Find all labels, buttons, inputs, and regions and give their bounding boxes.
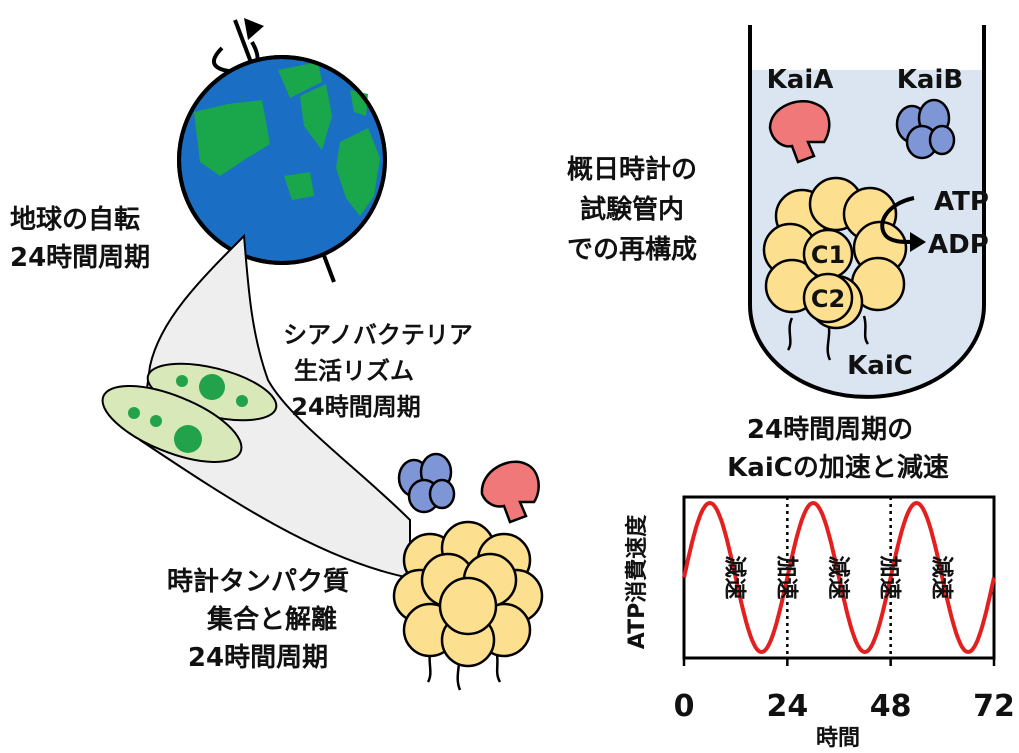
- earth-landmass: [284, 172, 314, 200]
- kaib-protein-lower: [397, 452, 456, 514]
- chart-title-line2: KaiCの加速と減速: [727, 453, 949, 483]
- adp-label: ADP: [928, 230, 989, 260]
- cell-granule: [150, 415, 162, 427]
- cyano-label-line1: シアノバクテリア: [283, 321, 473, 349]
- atp-to-adp-arrow: [880, 196, 915, 244]
- cell-granule: [174, 425, 202, 453]
- tube-title-line2: 試験管内: [580, 194, 684, 225]
- kaic-label: KaiC: [847, 351, 913, 381]
- kaic-hexamer-lower: [392, 520, 544, 691]
- chart-region-label: 減速: [825, 555, 851, 599]
- c2-label: C2: [811, 285, 845, 313]
- earth-outline: [177, 55, 387, 265]
- cell-granule: [176, 375, 188, 387]
- protein-label-line1: 時計タンパク質: [167, 566, 349, 597]
- cyano-label-line2: 生活リズム: [294, 357, 414, 385]
- kaia-protein-tube: [768, 100, 831, 164]
- protein-label-line2: 集合と解離: [206, 604, 337, 635]
- earth-label-line2: 24時間周期: [10, 243, 150, 273]
- chart-title-line1: 24時間周期の: [747, 415, 913, 445]
- tube-title-line3: での再構成: [567, 235, 697, 265]
- arrowhead-icon: [910, 232, 926, 252]
- kaib-label: KaiB: [897, 65, 963, 95]
- earth-landmass: [336, 128, 380, 216]
- cyano-label-line3: 24時間周期: [291, 393, 420, 421]
- earth-label-line1: 地球の自転: [10, 204, 140, 235]
- chart-x-ticks: 0 24 48 72: [674, 689, 1015, 724]
- series-line-0: [682, 500, 996, 655]
- chart-region-label: 減速: [722, 555, 748, 599]
- cell-granule: [128, 407, 140, 419]
- cell-granule: [199, 374, 225, 400]
- kaia-protein-lower: [480, 460, 540, 524]
- x-tick-label: 48: [870, 689, 912, 724]
- tube-outline: [748, 25, 986, 399]
- earth-landmass: [194, 100, 270, 176]
- x-tick-label: 24: [766, 689, 808, 724]
- chart-xlabel: 時間: [816, 726, 860, 751]
- atp-label: ATP: [934, 187, 989, 217]
- kaia-label: KaiA: [767, 65, 834, 95]
- x-tick-label: 0: [674, 689, 695, 724]
- rotation-arrowhead-icon: [244, 18, 264, 40]
- earth-landmass: [300, 84, 332, 150]
- earth-group: [177, 18, 387, 283]
- cell-granule: [236, 395, 248, 407]
- chart-plot-area: 減速加速減速加速減速: [682, 495, 996, 666]
- x-tick-label: 72: [973, 689, 1015, 724]
- cyanobacteria-cells: [101, 362, 278, 463]
- kaib-protein-tube: [895, 98, 956, 160]
- earth-landmass: [278, 62, 322, 98]
- protein-label-line3: 24時間周期: [188, 643, 328, 673]
- chart-ylabel: ATP消費速度: [624, 514, 650, 649]
- chart-region-label: 減速: [928, 555, 954, 599]
- c1-label: C1: [811, 241, 845, 269]
- kaic-hexamer-tube: [762, 176, 908, 361]
- chart-region-label: 加速: [773, 554, 799, 599]
- chart-region-label: 加速: [877, 554, 903, 599]
- cyanobacteria-cell: [101, 385, 243, 463]
- c2-domain: [802, 272, 854, 324]
- tube-title-line1: 概日時計の: [567, 154, 697, 185]
